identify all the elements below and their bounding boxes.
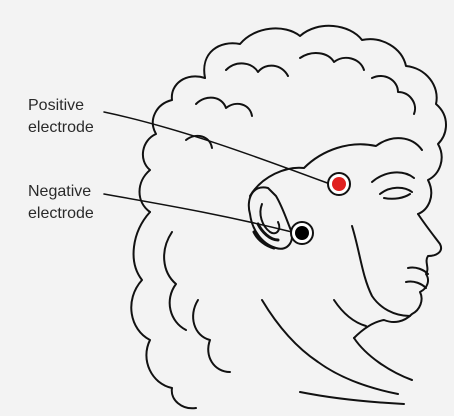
positive-leader-line (104, 112, 330, 184)
lips (406, 267, 428, 288)
jaw-line (352, 226, 410, 316)
positive-electrode-icon (328, 173, 350, 195)
neck-back (262, 300, 398, 394)
hair-back-inner (164, 232, 186, 330)
positive-electrode-label: Positive electrode (28, 95, 94, 139)
hair-back (131, 212, 196, 408)
hair-wave-1 (226, 63, 288, 76)
negative-label-line1: Negative (28, 181, 94, 203)
hair-wave-4 (196, 98, 252, 116)
hair-top-curl (140, 76, 206, 212)
eyebrow (372, 172, 414, 182)
hair-wave-3 (372, 76, 415, 114)
hair-back-wave (193, 300, 230, 372)
chin-line (334, 300, 366, 326)
negative-electrode-icon (291, 222, 313, 244)
neck-front (354, 338, 412, 380)
hair-wave-2 (300, 53, 364, 70)
positive-label-line1: Positive (28, 95, 94, 117)
positive-label-line2: electrode (28, 117, 94, 139)
ear (249, 187, 292, 248)
negative-label-line2: electrode (28, 203, 94, 225)
eye (380, 188, 412, 199)
face-profile (354, 214, 441, 338)
collar-line (300, 392, 404, 404)
negative-electrode-label: Negative electrode (28, 181, 94, 225)
